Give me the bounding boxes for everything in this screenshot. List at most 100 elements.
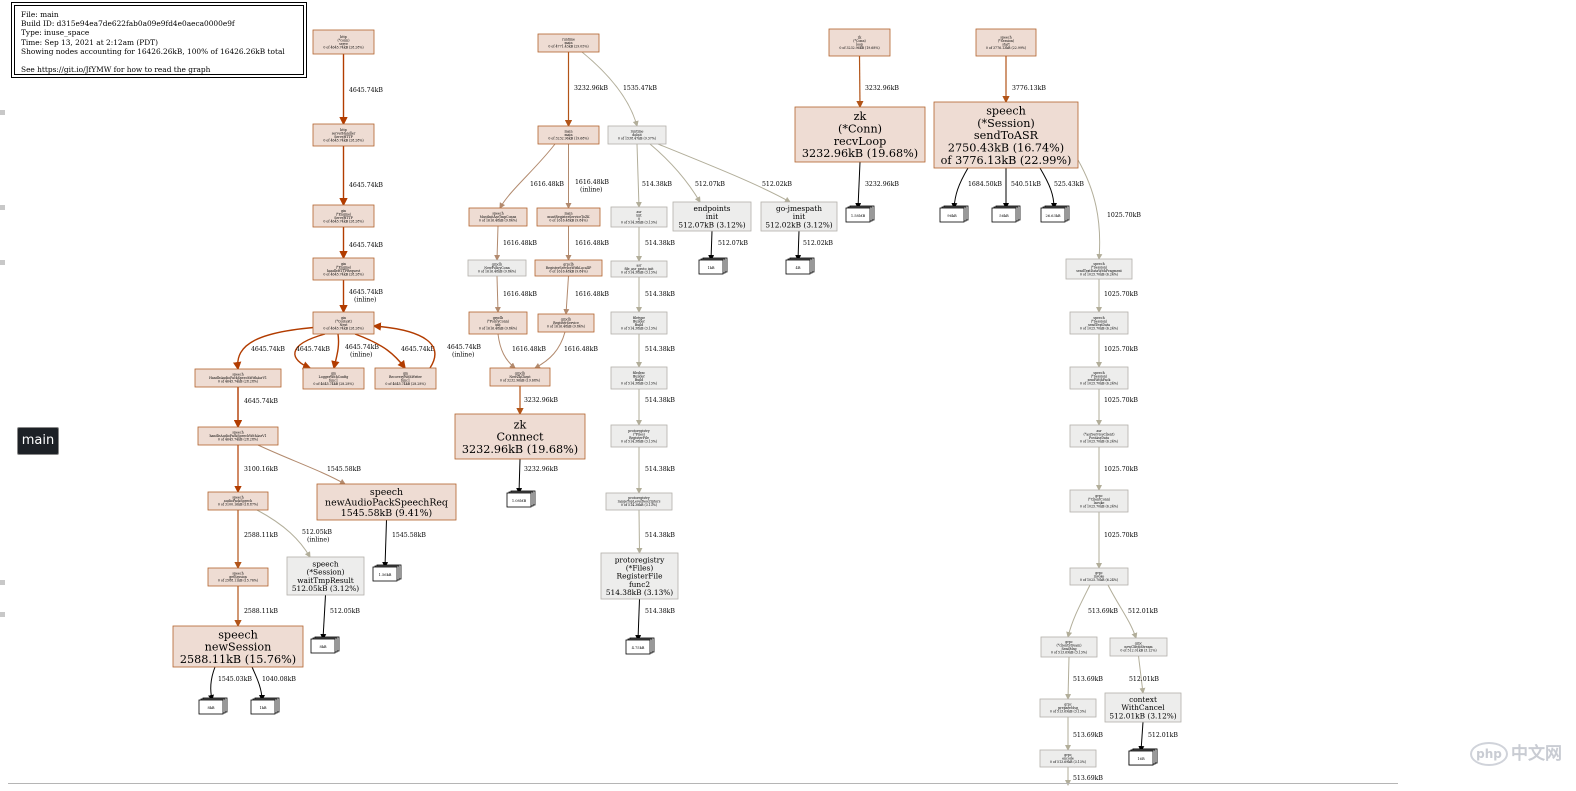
node-box[interactable] [610,366,668,390]
node-box[interactable] [312,29,375,55]
graph-node[interactable]: speech(*Session)sendTextDataWithFragment… [1065,258,1133,280]
edge-e17[interactable] [251,666,265,701]
edge-e22[interactable] [499,143,556,209]
node-box[interactable] [536,207,601,227]
node-box[interactable] [534,259,603,277]
leaf-node[interactable]: 16B [1128,748,1158,766]
edge-e41[interactable] [635,598,642,641]
edge-e5[interactable] [232,325,336,371]
node-box[interactable] [1069,489,1129,513]
node-box[interactable] [1069,366,1129,390]
edge-e57[interactable] [1107,584,1138,639]
leaf-node[interactable]: 8kB [310,636,340,654]
leaf-node[interactable]: 4B [785,257,815,275]
node-box[interactable] [600,552,679,600]
node-box[interactable] [467,259,527,277]
node-box[interactable] [975,28,1037,57]
edge-e26[interactable] [494,275,501,313]
leaf-node[interactable]: 1.56kB [372,564,402,582]
edge-e6[interactable] [294,333,326,370]
leaf-box[interactable] [1128,750,1154,766]
leaf-box[interactable] [625,639,651,655]
node-box[interactable] [1069,311,1129,335]
node-box[interactable] [312,257,375,281]
edge-e47[interactable] [951,167,969,209]
edge-e40[interactable] [636,509,643,554]
leaf-node[interactable]: 1kB [698,257,728,275]
node-box[interactable] [1040,636,1098,658]
node-box[interactable] [207,567,269,587]
leaf-node[interactable]: 1.08MB [506,490,536,508]
node-box[interactable] [610,206,668,228]
node-box[interactable] [537,33,600,53]
node-box[interactable] [207,491,269,511]
node-box[interactable] [172,625,304,668]
edge-e29[interactable] [534,331,566,369]
edge-e43[interactable] [795,230,802,261]
node-box[interactable] [194,368,282,388]
leaf-box[interactable] [939,207,965,223]
leaf-box[interactable] [845,207,871,223]
node-box[interactable] [197,426,279,446]
leaf-box[interactable] [991,207,1017,223]
leaf-node[interactable]: 56kB [991,205,1021,223]
edge-e61[interactable] [1138,721,1145,752]
leaf-node[interactable]: 1.58MB [845,205,875,223]
edge-e44[interactable] [856,55,864,109]
node-box[interactable] [1104,692,1182,723]
node-box[interactable] [610,311,668,335]
node-box[interactable] [760,201,838,232]
leaf-box[interactable] [698,259,724,275]
edge-e12[interactable] [257,444,346,485]
node-box[interactable] [312,123,375,147]
node-box[interactable] [1069,424,1129,448]
leaf-box[interactable] [250,699,276,715]
edge-e24[interactable] [494,225,501,261]
edge-e14[interactable] [256,509,311,558]
edge-e59[interactable] [1138,655,1146,694]
edge-e56[interactable] [1066,584,1091,638]
leaf-box[interactable] [372,566,398,582]
edge-e19[interactable] [382,519,389,568]
leaf-node[interactable]: 26.63kB [1040,205,1070,223]
edge-e31[interactable] [516,458,523,494]
node-box[interactable] [794,106,926,163]
leaf-box[interactable] [785,259,811,275]
leaf-node[interactable]: 4.75kB [625,637,655,655]
node-box[interactable] [316,483,457,521]
